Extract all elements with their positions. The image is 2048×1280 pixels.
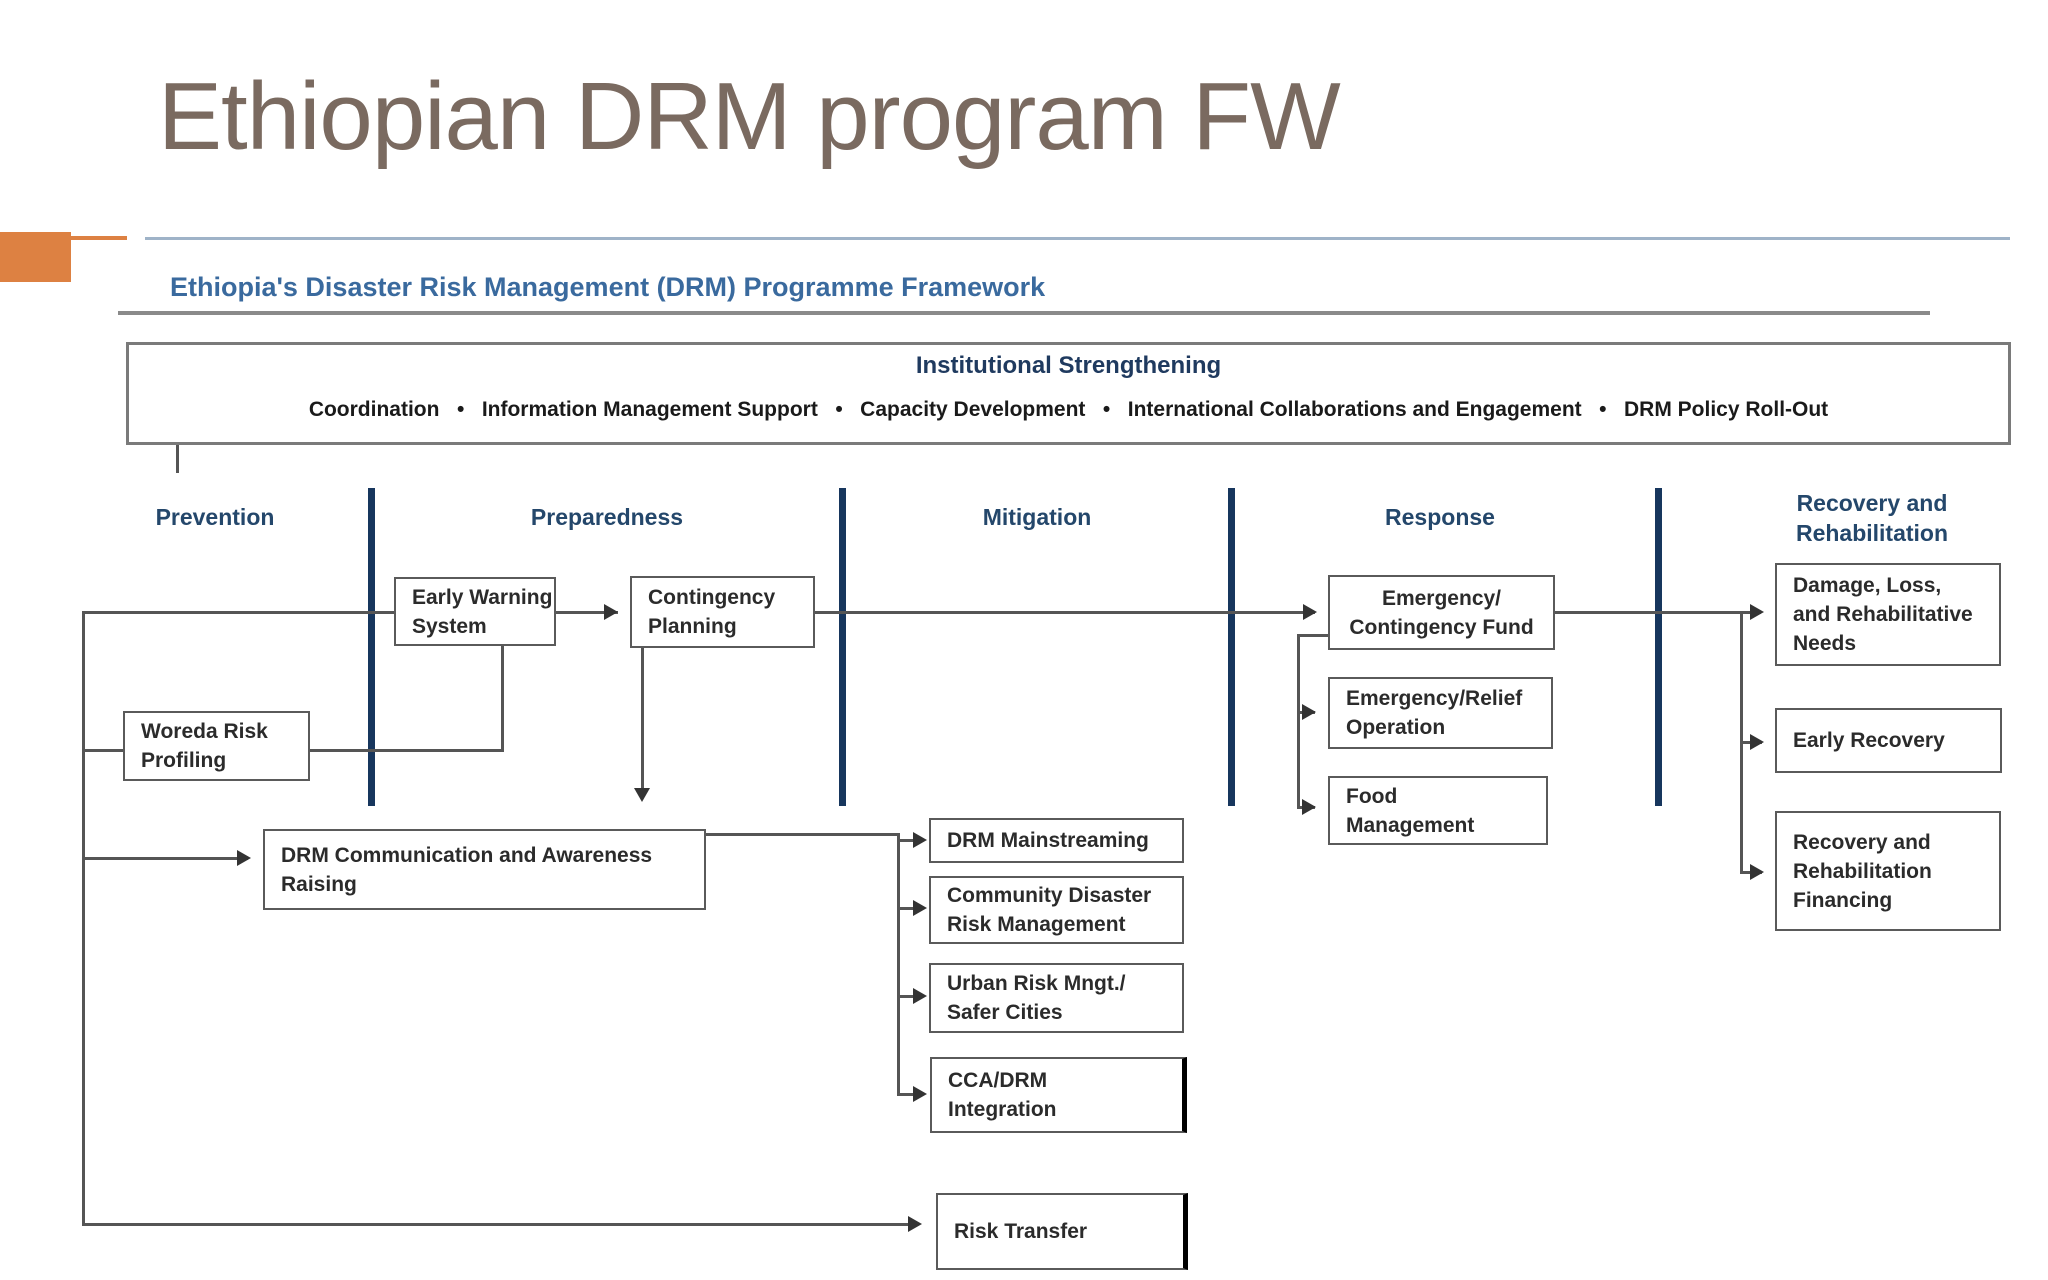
node-cca-drm-integration: CCA/DRM Integration [930,1057,1187,1133]
connector [641,648,644,790]
connector [815,611,1315,614]
phase-divider-1 [368,488,375,806]
connector [310,749,504,752]
connector [897,1093,915,1096]
connector [897,907,915,910]
arrowhead [1302,704,1316,720]
institutional-strengthening-title: Institutional Strengthening [915,352,1222,379]
node-emergency-relief-operation: Emergency/Relief Operation [1328,677,1553,749]
arrowhead [908,1216,922,1232]
node-urban-risk-safer-cities: Urban Risk Mngt./ Safer Cities [929,963,1184,1033]
node-recovery-rehabilitation-financing: Recovery and Rehabilitation Financing [1775,811,2001,931]
node-contingency-planning: Contingency Planning [630,576,815,648]
connector [897,995,915,998]
arrowhead [1750,864,1764,880]
phase-divider-3 [1228,488,1235,806]
arrowhead [1750,604,1764,620]
connector [1297,634,1328,637]
connector [706,833,900,836]
connector-recovery-branch [1740,611,1743,874]
institutional-items: Coordination • Information Management Su… [308,398,1829,421]
connector [501,646,504,752]
phase-label-recovery: Recovery and Rehabilitation [1795,490,1949,546]
connector [82,857,248,860]
arrowhead-down [634,788,650,802]
accent-square [0,232,71,282]
node-drm-communication: DRM Communication and Awareness Raising [263,829,706,910]
connector [82,749,123,752]
phase-divider-4 [1655,488,1662,806]
node-food-management: Food Management [1328,776,1548,845]
node-early-warning-system: Early Warning System [394,577,556,646]
node-drm-mainstreaming: DRM Mainstreaming [929,818,1184,863]
arrowhead [604,604,618,620]
arrowhead [1750,734,1764,750]
arrowhead [913,900,927,916]
phase-label-mitigation: Mitigation [982,504,1092,530]
phase-label-response: Response [1385,504,1495,530]
phase-label-preparedness: Preparedness [530,504,684,530]
page-title: Ethiopian DRM program FW [158,63,1341,170]
arrowhead [913,988,927,1004]
node-woreda-risk-profiling: Woreda Risk Profiling [123,711,310,781]
arrowhead [1303,604,1317,620]
arrowhead [237,850,251,866]
node-risk-transfer: Risk Transfer [936,1193,1188,1270]
phase-divider-2 [839,488,846,806]
arrowhead [913,1086,927,1102]
institutional-strengthening-box [126,342,2011,445]
connector [897,839,915,842]
node-early-recovery: Early Recovery [1775,708,2002,773]
connector-mitigation-branch [897,833,900,1096]
node-community-disaster-risk-management: Community Disaster Risk Management [929,876,1184,944]
phase-label-prevention: Prevention [155,504,275,530]
connector-response-branch [1297,634,1300,809]
arrowhead [913,832,927,848]
connector [82,611,394,614]
connector-trunk [82,611,85,1226]
node-damage-loss-needs: Damage, Loss, and Rehabilitative Needs [1775,563,2001,666]
diagram-heading-underline [118,311,1930,315]
accent-dash [71,236,127,240]
connector [82,1223,908,1226]
connector [556,611,618,614]
diagram-heading: Ethiopia's Disaster Risk Management (DRM… [170,272,1046,302]
institutional-stub-line [176,445,179,473]
title-divider [145,237,2010,240]
arrowhead [1302,799,1316,815]
connector [1555,611,1761,614]
node-emergency-contingency-fund: Emergency/ Contingency Fund [1328,575,1555,650]
